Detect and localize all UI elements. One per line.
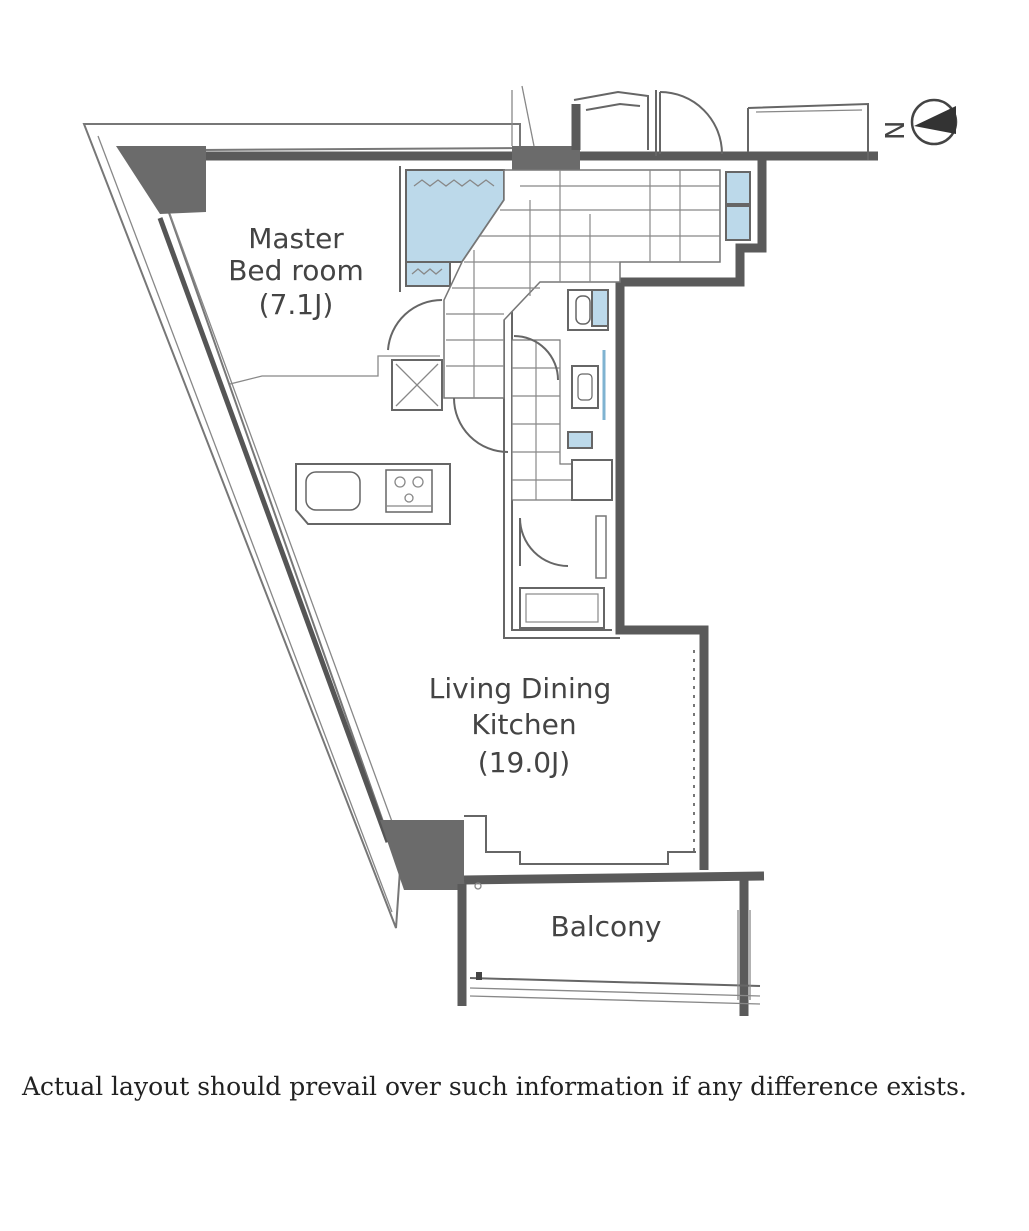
- door-swing-icon: [453, 397, 509, 453]
- kitchen-counter: [295, 463, 451, 525]
- doors: [387, 298, 569, 567]
- sink-icon: [567, 350, 613, 501]
- balcony-structure: [457, 880, 761, 1016]
- entrance-area: [511, 85, 869, 160]
- ldk-size: (19.0J): [478, 746, 570, 779]
- stove-icon: [385, 469, 433, 513]
- ldk-label: Living Dining: [429, 672, 612, 705]
- floor-plan: N: [82, 85, 958, 1016]
- compass-icon: N: [881, 98, 958, 146]
- closet-icon: [399, 166, 505, 292]
- north-label: N: [881, 121, 911, 140]
- column-sw: [380, 820, 464, 890]
- room-labels: Master Bed room (7.1J) Living Dining Kit…: [228, 222, 661, 943]
- balcony-label: Balcony: [551, 910, 662, 943]
- master-bedroom-label: Master: [248, 222, 344, 255]
- master-bedroom-size: (7.1J): [259, 288, 334, 321]
- toilet-icon: [567, 289, 609, 331]
- door-swing-icon: [387, 298, 443, 351]
- column-nw: [116, 146, 206, 214]
- sink-icon: [305, 471, 361, 511]
- storage-box: [391, 359, 443, 411]
- ldk-label-2: Kitchen: [471, 708, 576, 741]
- door-swing-icon: [519, 517, 569, 567]
- disclaimer-text: Actual layout should prevail over such i…: [22, 1072, 967, 1101]
- door-swing-icon: [659, 91, 723, 155]
- bathtub-icon: [519, 515, 607, 629]
- master-bedroom-label-2: Bed room: [228, 254, 364, 287]
- door-swing-icon: [513, 335, 559, 381]
